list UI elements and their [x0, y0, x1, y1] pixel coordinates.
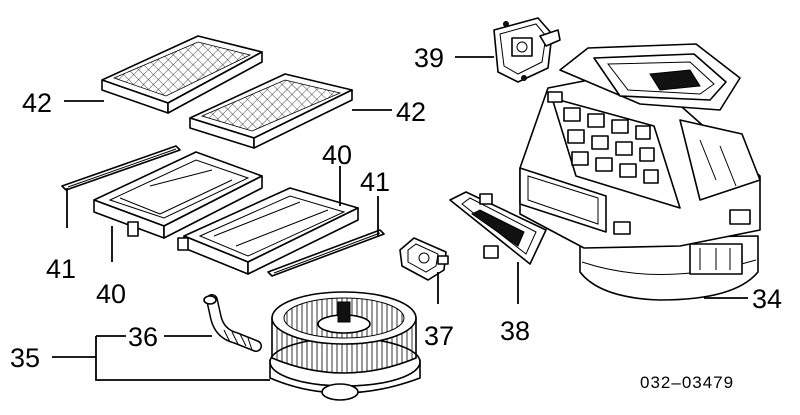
callout-40-upper: 40	[322, 140, 352, 170]
callout-39: 39	[414, 43, 444, 73]
resistor-37	[399, 237, 449, 281]
seal-strip-41-right	[267, 229, 385, 277]
leader-lines	[52, 56, 748, 381]
callout-40-lower: 40	[96, 279, 126, 309]
callout-34: 34	[752, 284, 782, 314]
callout-36: 36	[128, 322, 158, 352]
filter-frame-40-right	[177, 187, 359, 275]
callout-42-right: 42	[396, 97, 426, 127]
blower-housing-34	[519, 43, 761, 301]
actuator-39	[493, 17, 561, 83]
callout-42-left: 42	[22, 88, 52, 118]
filter-element-42-left	[101, 35, 263, 114]
callout-37: 37	[424, 321, 454, 351]
callout-35: 35	[10, 343, 40, 373]
callout-41-left: 41	[46, 254, 76, 284]
filter-element-42-right	[189, 73, 353, 149]
callout-41-right: 41	[360, 167, 390, 197]
louver-grid	[563, 107, 659, 184]
duct-gasket-38	[449, 191, 547, 265]
hose-36	[203, 294, 262, 352]
diagram-code: 032–03479	[640, 373, 734, 392]
filter-frame-40-left	[93, 151, 263, 239]
callout-38: 38	[500, 316, 530, 346]
blower-fan-35	[269, 291, 421, 401]
seal-strip-41-left	[61, 145, 181, 191]
